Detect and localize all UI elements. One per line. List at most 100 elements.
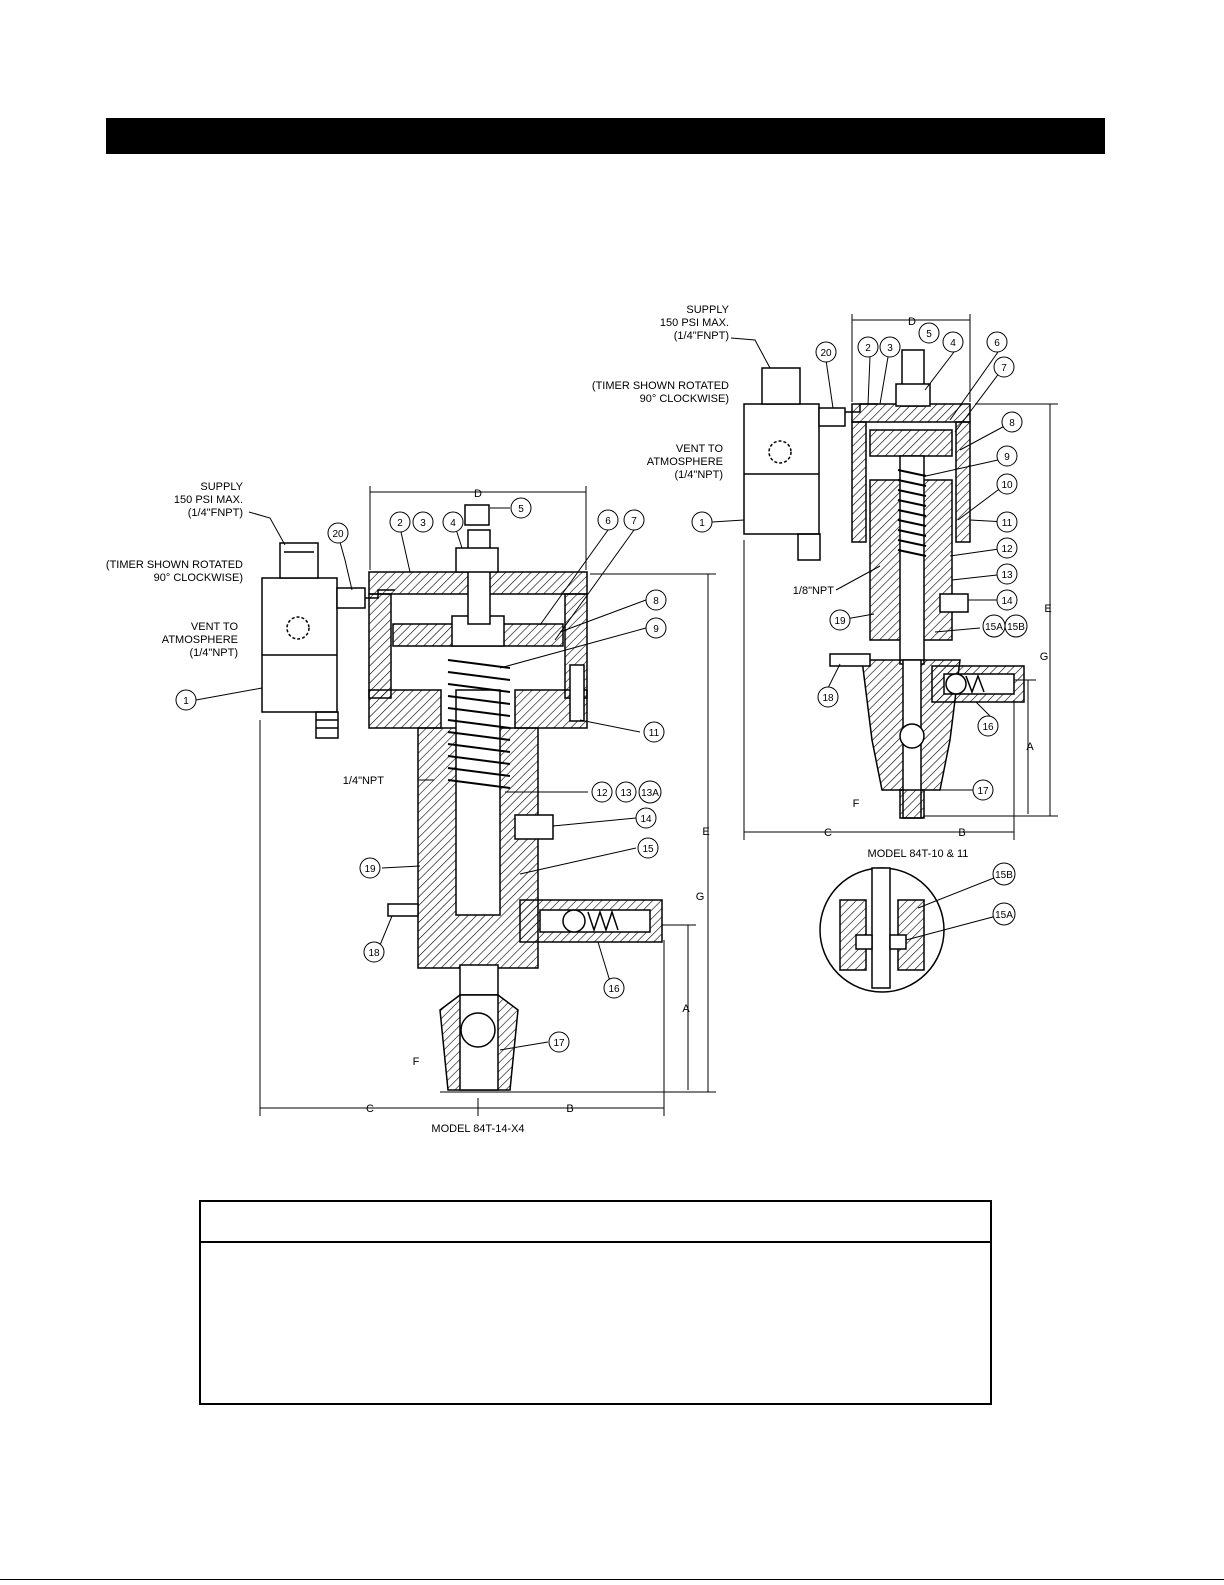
svg-text:1: 1 (183, 696, 189, 707)
large-dim-f: F (413, 1056, 420, 1068)
small-dim-e: E (1044, 603, 1051, 615)
large-dim-d: D (474, 488, 482, 500)
model-small-drawing (743, 349, 1025, 819)
adjust-screw-large (464, 504, 490, 526)
svg-text:12: 12 (596, 788, 608, 799)
callout-model-small-9: 9 (996, 445, 1018, 467)
svg-text:14: 14 (640, 814, 652, 825)
svg-text:15B: 15B (1007, 622, 1025, 633)
svg-text:15A: 15A (985, 622, 1003, 633)
small-dim-c: C (824, 827, 832, 839)
callout-model-small-13: 13 (996, 563, 1018, 585)
callout-model-large-19: 19 (359, 857, 381, 879)
large-timer-line-2: 90° CLOCKWISE) (154, 572, 243, 584)
callout-model-large-3: 3 (412, 511, 434, 533)
svg-text:13: 13 (1001, 570, 1013, 581)
vent-port-small (768, 440, 792, 464)
callout-model-large-16: 16 (603, 977, 625, 999)
svg-text:14: 14 (1001, 596, 1013, 607)
small-supply-line-2: 150 PSI MAX. (660, 317, 729, 329)
callout-model-large-8: 8 (645, 589, 667, 611)
callout-model-small-5: 5 (918, 322, 940, 344)
large-dim-a: A (682, 1003, 690, 1015)
callout-model-small-14: 14 (996, 589, 1018, 611)
svg-text:16: 16 (982, 722, 994, 733)
small-supply-line-1: SUPPLY (686, 304, 729, 316)
svg-text:4: 4 (450, 518, 456, 529)
svg-text:18: 18 (822, 693, 834, 704)
svg-text:17: 17 (553, 1038, 565, 1049)
small-dim-g: G (1040, 651, 1049, 663)
callout-model-small-19: 19 (829, 609, 851, 631)
callout-model-large-6: 6 (597, 509, 619, 531)
svg-text:13: 13 (620, 788, 632, 799)
callout-model-small-2: 2 (857, 336, 879, 358)
small-dim-b: B (958, 827, 965, 839)
callout-model-large-20: 20 (327, 522, 349, 544)
svg-text:18: 18 (368, 948, 380, 959)
callout-model-large-17: 17 (548, 1031, 570, 1053)
large-supply-line-2: 150 PSI MAX. (174, 494, 243, 506)
svg-text:15B: 15B (995, 870, 1013, 881)
svg-text:10: 10 (1001, 480, 1013, 491)
svg-text:7: 7 (631, 516, 637, 527)
callout-model-large-1: 1 (175, 689, 197, 711)
timer-body-large (261, 577, 338, 713)
dimension-lines-large (259, 486, 716, 1116)
small-dim-d: D (908, 316, 916, 328)
callout-model-small-18: 18 (817, 686, 839, 708)
small-vent-line-1: VENT TO (676, 443, 724, 455)
callout-model-small-11: 11 (996, 511, 1018, 533)
callout-detail-15a: 15A (992, 902, 1016, 926)
small-vent-line-2: ATMOSPHERE (647, 456, 723, 468)
svg-text:19: 19 (364, 864, 376, 875)
large-dim-g: G (696, 891, 705, 903)
svg-text:15: 15 (642, 844, 654, 855)
svg-text:16: 16 (608, 984, 620, 995)
vent-port-large (286, 616, 310, 640)
callout-model-small-20: 20 (815, 341, 837, 363)
spring-small (897, 469, 927, 557)
svg-text:2: 2 (397, 518, 403, 529)
large-supply-line-1: SUPPLY (200, 481, 243, 493)
callout-model-small-4: 4 (942, 331, 964, 353)
svg-text:5: 5 (926, 329, 932, 340)
callout-model-small-12: 12 (996, 537, 1018, 559)
callout-model-large-18: 18 (363, 941, 385, 963)
callout-model-small-7: 7 (993, 356, 1015, 378)
svg-text:9: 9 (653, 624, 659, 635)
callout-model-small-6: 6 (986, 331, 1008, 353)
note-box (199, 1200, 992, 1405)
svg-text:5: 5 (518, 504, 524, 515)
small-dim-a: A (1026, 741, 1034, 753)
callout-detail-15b: 15B (992, 862, 1016, 886)
large-dim-b: B (566, 1103, 573, 1115)
dimension-lines-small (743, 314, 1058, 840)
small-dim-f: F (853, 798, 860, 810)
small-port-label: 1/8"NPT (793, 585, 834, 597)
small-model-title: MODEL 84T-10 & 11 (868, 848, 969, 860)
large-vent-line-1: VENT TO (191, 621, 239, 633)
callout-model-large-2: 2 (389, 511, 411, 533)
svg-text:2: 2 (865, 343, 871, 354)
svg-text:11: 11 (649, 728, 660, 739)
svg-text:8: 8 (1009, 418, 1015, 429)
large-dim-e: E (702, 826, 709, 838)
callout-model-large-13a: 13A (638, 780, 662, 804)
callout-model-small-1: 1 (691, 511, 713, 533)
supply-fitting-large (279, 542, 319, 579)
svg-text:12: 12 (1001, 544, 1013, 555)
svg-text:6: 6 (605, 516, 611, 527)
callout-model-large-9: 9 (645, 617, 667, 639)
large-model-title: MODEL 84T-14-X4 (431, 1123, 524, 1135)
timer-body-small (743, 403, 820, 535)
svg-text:8: 8 (653, 596, 659, 607)
svg-text:13A: 13A (641, 788, 659, 799)
callout-model-large-5: 5 (510, 497, 532, 519)
detail-view (819, 867, 945, 993)
svg-text:4: 4 (950, 338, 956, 349)
svg-text:11: 11 (1002, 518, 1013, 529)
check-ball-large (460, 1012, 496, 1048)
large-supply-line-3: (1/4"FNPT) (188, 507, 243, 519)
